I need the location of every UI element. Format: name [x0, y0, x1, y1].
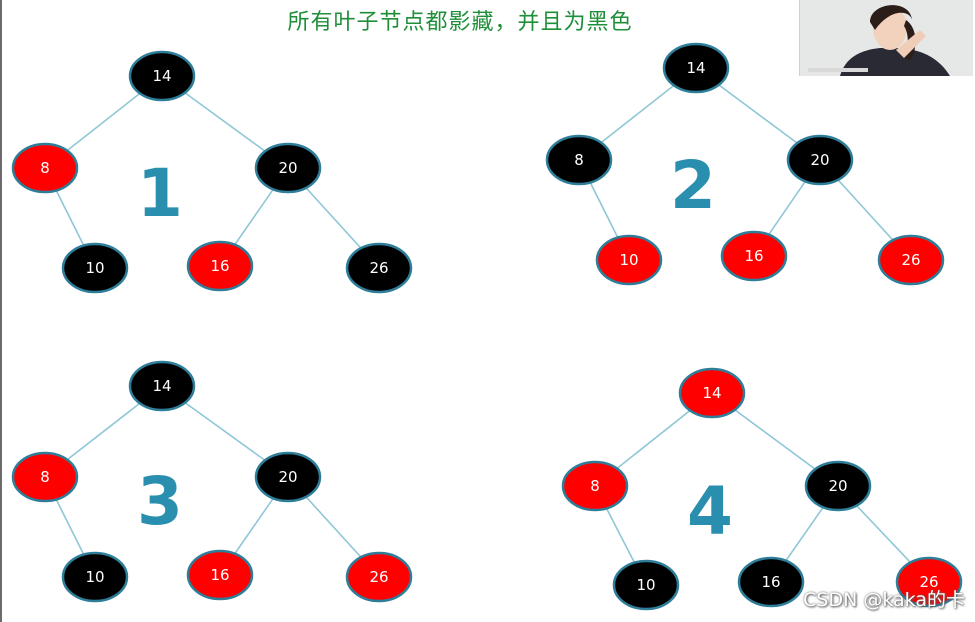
node-label: 10: [85, 568, 104, 586]
node-shape: [612, 559, 680, 611]
node-label: 8: [590, 477, 600, 495]
node-label: 20: [810, 151, 829, 169]
tree-node: 8: [561, 460, 629, 512]
node-shape: [345, 551, 413, 603]
tree-node: 14: [128, 50, 196, 102]
node-shape: [877, 234, 945, 286]
csdn-watermark: CSDN @kaka的卡: [803, 589, 965, 611]
node-label: 14: [152, 67, 171, 85]
left-border: [0, 0, 2, 622]
tree-node: 8: [11, 451, 79, 503]
node-label: 20: [278, 159, 297, 177]
tree-node: 20: [804, 460, 872, 512]
node-label: 26: [919, 573, 938, 591]
tree-node: 20: [254, 142, 322, 194]
node-label: 8: [574, 151, 584, 169]
node-label: 26: [901, 251, 920, 269]
node-shape: [662, 42, 730, 94]
node-shape: [128, 50, 196, 102]
node-label: 10: [636, 576, 655, 594]
node-shape: [254, 451, 322, 503]
node-shape: [737, 556, 805, 608]
node-shape: [720, 230, 788, 282]
node-label: 16: [210, 566, 229, 584]
presenter-video-thumbnail: [799, 0, 973, 76]
node-label: 26: [369, 259, 388, 277]
tree-node: 10: [61, 242, 129, 294]
tree-node: 26: [877, 234, 945, 286]
node-shape: [61, 242, 129, 294]
node-shape: [786, 134, 854, 186]
node-shape: [345, 242, 413, 294]
tree-number-label: 3: [137, 463, 183, 540]
node-shape: [254, 142, 322, 194]
node-label: 20: [278, 468, 297, 486]
tree-node: 14: [128, 360, 196, 412]
node-shape: [186, 240, 254, 292]
tree-node: 14: [662, 42, 730, 94]
tree-node: 8: [11, 142, 79, 194]
node-shape: [128, 360, 196, 412]
node-label: 14: [152, 377, 171, 395]
tree-node: 10: [61, 551, 129, 603]
tree-node: 16: [186, 240, 254, 292]
node-label: 14: [686, 59, 705, 77]
tree-node: 26: [895, 556, 963, 608]
tree-node: 10: [612, 559, 680, 611]
tree-node: 8: [545, 134, 613, 186]
tree-node: 16: [720, 230, 788, 282]
presenter-portrait-image: [800, 0, 973, 76]
node-label: 8: [40, 159, 50, 177]
node-shape: [595, 234, 663, 286]
node-label: 16: [744, 247, 763, 265]
node-label: 10: [85, 259, 104, 277]
tree-node: 16: [737, 556, 805, 608]
tree-node: 20: [786, 134, 854, 186]
tree-node: 16: [186, 549, 254, 601]
tree-node: 26: [345, 551, 413, 603]
node-label: 16: [761, 573, 780, 591]
tree-number-label: 4: [687, 473, 733, 550]
node-label: 14: [702, 384, 721, 402]
node-shape: [804, 460, 872, 512]
node-shape: [61, 551, 129, 603]
tree-node: 20: [254, 451, 322, 503]
node-label: 26: [369, 568, 388, 586]
node-shape: [11, 142, 79, 194]
tree-number-label: 2: [670, 147, 716, 224]
node-shape: [11, 451, 79, 503]
tree-node: 26: [345, 242, 413, 294]
node-shape: [545, 134, 613, 186]
tree-number-label: 1: [137, 155, 183, 232]
slide-title: 所有叶子节点都影藏，并且为黑色: [287, 10, 633, 35]
node-shape: [895, 556, 963, 608]
tree-node: 14: [678, 367, 746, 419]
tree-node: 10: [595, 234, 663, 286]
node-label: 10: [619, 251, 638, 269]
node-label: 8: [40, 468, 50, 486]
node-label: 16: [210, 257, 229, 275]
node-label: 20: [828, 477, 847, 495]
node-shape: [678, 367, 746, 419]
node-shape: [186, 549, 254, 601]
node-shape: [561, 460, 629, 512]
